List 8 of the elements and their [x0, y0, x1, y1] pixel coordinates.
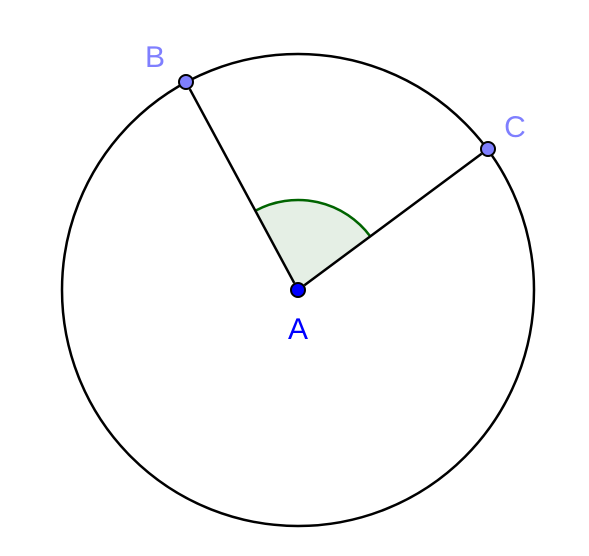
point-label: A: [288, 315, 308, 345]
point: [290, 282, 306, 298]
point-label: C: [504, 113, 526, 143]
point: [480, 141, 496, 157]
point: [178, 74, 194, 90]
line-segment: [304, 152, 482, 286]
line-segment: [188, 88, 296, 284]
point-label: B: [145, 43, 165, 73]
